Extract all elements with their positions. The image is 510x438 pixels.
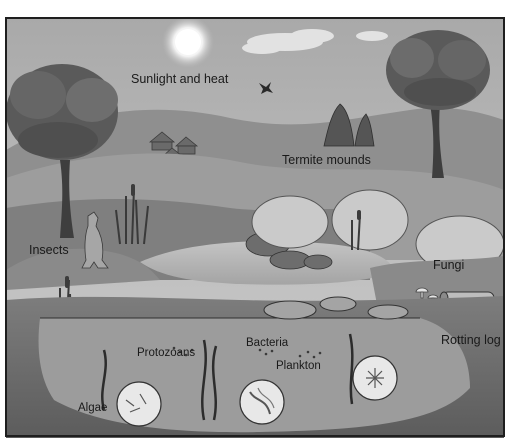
label-insects: Insects [29, 244, 69, 257]
sun [162, 16, 214, 68]
label-fungi: Fungi [433, 259, 464, 272]
micro-circle-1 [117, 382, 161, 426]
label-rotting-log: Rotting log [441, 334, 501, 347]
label-plankton: Plankton [276, 361, 321, 373]
label-termite-mounds: Termite mounds [282, 154, 371, 167]
label-algae: Algae [78, 403, 107, 415]
label-bacteria: Bacteria [246, 338, 288, 350]
micro-circle-3 [353, 356, 397, 400]
label-sunlight-and-heat: Sunlight and heat [131, 73, 228, 86]
micro-circle-2 [240, 380, 284, 424]
page-top-strip [0, 0, 510, 18]
label-protozoans: Protozoans [137, 348, 195, 360]
